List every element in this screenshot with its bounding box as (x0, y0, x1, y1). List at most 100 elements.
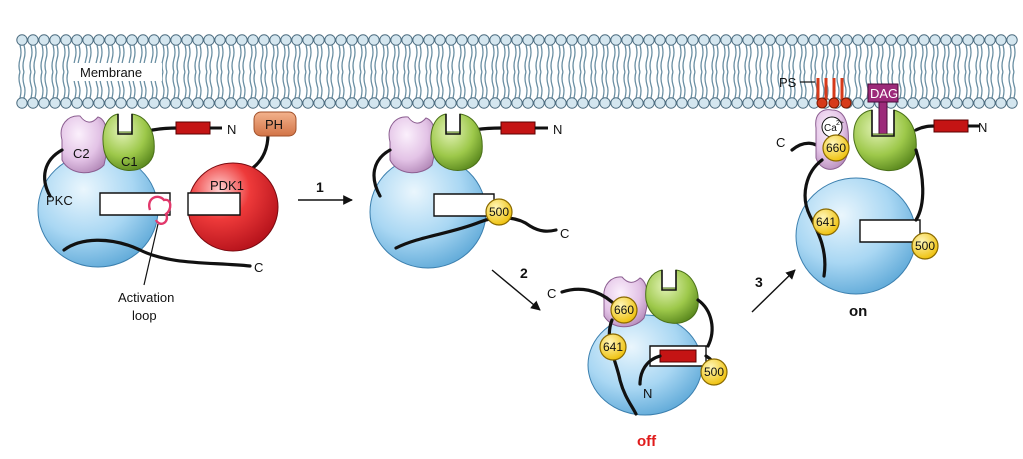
step1-label: 1 (316, 179, 324, 195)
lipid-headgroup (467, 34, 479, 46)
lipid-tail (205, 71, 213, 99)
lipid-headgroup (632, 34, 644, 46)
lipid-tail (942, 71, 950, 99)
site-500-label: 500 (489, 205, 509, 219)
kinase-cleft-open (859, 219, 921, 243)
on-state-label: on (849, 303, 867, 320)
lipid-headgroup (566, 34, 578, 46)
lipid-tail (568, 71, 576, 99)
site-500-label: 500 (704, 365, 724, 379)
lipid-tail (579, 71, 587, 99)
lipid-tail (469, 44, 477, 73)
lipid-headgroup (467, 97, 479, 109)
lipid-tail (689, 44, 697, 73)
lipid-headgroup (478, 34, 490, 46)
lipid-headgroup (115, 97, 127, 109)
lipid-headgroup (478, 97, 490, 109)
lipid-headgroup (280, 34, 292, 46)
lipid-tail (293, 71, 301, 99)
lipid-tail (348, 44, 356, 73)
dag-stalk (878, 101, 888, 135)
lipid-tail (623, 44, 631, 73)
lipid-tail (249, 44, 257, 73)
lipid-tail (403, 44, 411, 73)
ps-headgroup (816, 97, 828, 109)
lipid-headgroup (412, 97, 424, 109)
lipid-headgroup (544, 34, 556, 46)
c-terminal-tail (62, 238, 252, 268)
lipid-headgroup (27, 34, 39, 46)
lipid-tail (777, 71, 785, 99)
lipid-tail (898, 44, 906, 73)
lipid-tail (458, 44, 466, 73)
chain-c2-link (372, 148, 392, 198)
lipid-tail (172, 71, 180, 99)
lipid-tail (898, 71, 906, 99)
c-terminus-label: C (560, 226, 569, 241)
lipid-tail (348, 71, 356, 99)
lipid-tail (227, 71, 235, 99)
lipid-headgroup (269, 97, 281, 109)
lipid-headgroup (500, 97, 512, 109)
lipid-headgroup (665, 97, 677, 109)
lipid-headgroup (698, 97, 710, 109)
lipid-headgroup (280, 97, 292, 109)
lipid-headgroup (247, 97, 259, 109)
lipid-headgroup (852, 97, 864, 109)
lipid-tail (634, 44, 642, 73)
lipid-headgroup (984, 97, 996, 109)
lipid-headgroup (577, 97, 589, 109)
lipid-tail (700, 44, 708, 73)
lipid-headgroup (885, 34, 897, 46)
lipid-headgroup (962, 34, 974, 46)
lipid-headgroup (709, 34, 721, 46)
lipid-tail (832, 44, 840, 73)
lipid-headgroup (38, 97, 50, 109)
lipid-tail (590, 71, 598, 99)
lipid-tail (271, 71, 279, 99)
lipid-headgroup (753, 34, 765, 46)
lipid-headgroup (434, 34, 446, 46)
lipid-tail (18, 44, 26, 73)
lipid-headgroup (49, 34, 61, 46)
lipid-tail (381, 71, 389, 99)
activation-loop (148, 195, 172, 225)
lipid-tail (865, 44, 873, 73)
lipid-headgroup (82, 34, 94, 46)
step2-arrow (491, 269, 541, 311)
pseudosubstrate-chain (638, 354, 662, 386)
lipid-headgroup (698, 34, 710, 46)
lipid-headgroup (995, 34, 1007, 46)
lipid-tail (590, 44, 598, 73)
membrane-label-bg (72, 63, 162, 81)
lipid-tail (480, 71, 488, 99)
pdk1-ph-linker (248, 132, 270, 172)
lipid-tail (810, 44, 818, 73)
lipid-headgroup (907, 34, 919, 46)
lipid-headgroup (291, 34, 303, 46)
lipid-headgroup (269, 34, 281, 46)
lipid-headgroup (555, 34, 567, 46)
lipid-tail (909, 71, 917, 99)
lipid-tail (876, 44, 884, 73)
lipid-tail (799, 71, 807, 99)
lipid-headgroup (764, 34, 776, 46)
panel-on-state: PS DAG C Ca 2+ N 660 641 500 (776, 75, 987, 295)
lipid-tail (216, 44, 224, 73)
lipid-tail (337, 71, 345, 99)
n-terminus-label: N (227, 122, 236, 137)
lipid-tail (843, 71, 851, 99)
lipid-tail (678, 71, 686, 99)
lipid-tail (942, 44, 950, 73)
lipid-tail (722, 71, 730, 99)
lipid-headgroup (599, 97, 611, 109)
c1-domain (853, 109, 917, 172)
lipid-headgroup (38, 34, 50, 46)
lipid-headgroup (379, 97, 391, 109)
lipid-tail (524, 44, 532, 73)
lipid-headgroup (412, 34, 424, 46)
site-660-label: 660 (614, 303, 634, 317)
lipid-tail (271, 44, 279, 73)
pseudosubstrate (933, 119, 969, 133)
lipid-headgroup (808, 34, 820, 46)
